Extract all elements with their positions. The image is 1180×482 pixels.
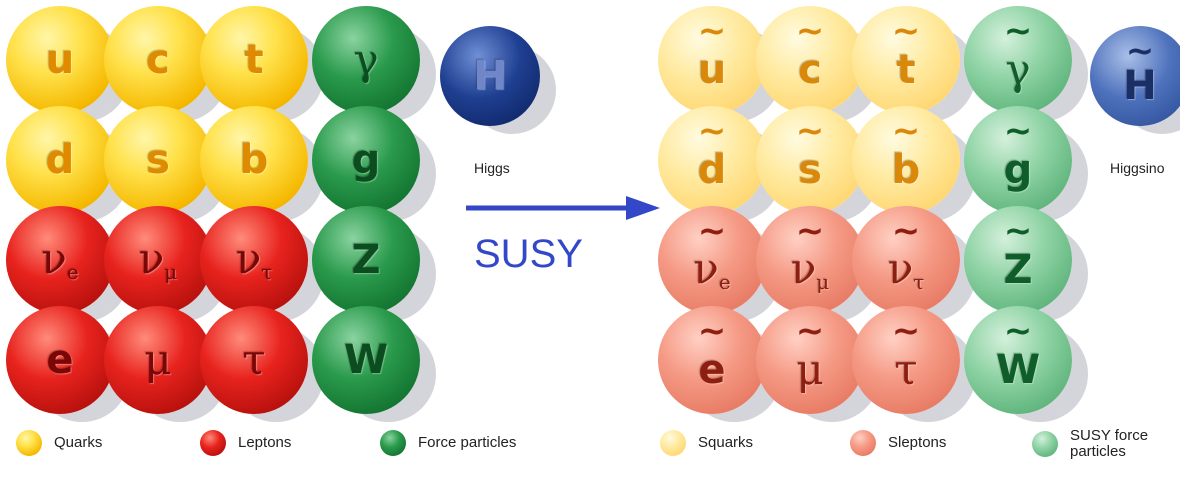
slepton-swatch <box>850 430 876 456</box>
susy-label: SUSY <box>474 232 583 277</box>
particle-gluon: g <box>312 106 420 214</box>
legend-squarks: Squarks <box>660 430 753 456</box>
particle-u: u <box>6 6 114 114</box>
particle-mu: μ <box>104 306 212 414</box>
particle-e: e <box>6 306 114 414</box>
particle-squark-s: ~s <box>756 106 864 214</box>
legend-leptons-label: Leptons <box>238 435 291 451</box>
legend-leptons: Leptons <box>200 430 291 456</box>
legend-susy-force: SUSY force particles <box>1032 428 1148 460</box>
particle-squark-t: ~t <box>852 6 960 114</box>
higgsino-label: Higgsino <box>1110 160 1164 176</box>
legend-squarks-label: Squarks <box>698 435 753 451</box>
legend-susy-force-line2: particles <box>1070 443 1126 460</box>
higgs-label: Higgs <box>474 160 510 176</box>
particle-b: b <box>200 106 308 214</box>
particle-selectron: ~e <box>658 306 766 414</box>
particle-squark-c: ~c <box>756 6 864 114</box>
legend-quarks-label: Quarks <box>54 435 102 451</box>
particle-photon: γ <box>312 6 420 114</box>
legend-sleptons: Sleptons <box>850 430 946 456</box>
particle-squark-b: ~b <box>852 106 960 214</box>
particle-nu-e: νe <box>6 206 114 314</box>
particle-stau: ~τ <box>852 306 960 414</box>
lepton-swatch <box>200 430 226 456</box>
particle-zino: ~Z <box>964 206 1072 314</box>
particle-squark-d: ~d <box>658 106 766 214</box>
particle-c: c <box>104 6 212 114</box>
particle-tau: τ <box>200 306 308 414</box>
squark-swatch <box>660 430 686 456</box>
legend-susy-force-label: SUSY force particles <box>1070 428 1148 460</box>
particle-t: t <box>200 6 308 114</box>
force-swatch <box>380 430 406 456</box>
legend-quarks: Quarks <box>16 430 102 456</box>
susy-force-swatch <box>1032 431 1058 457</box>
particle-squark-u: ~u <box>658 6 766 114</box>
legend-sleptons-label: Sleptons <box>888 435 946 451</box>
particle-gluino: ~g <box>964 106 1072 214</box>
legend-susy-force-line1: SUSY force <box>1070 427 1148 444</box>
particle-sneutrino-tau: ~ντ <box>852 206 960 314</box>
particle-higgsino: ~H <box>1090 26 1180 126</box>
particle-higgs: H <box>440 26 540 126</box>
particle-s: s <box>104 106 212 214</box>
particle-nu-tau: ντ <box>200 206 308 314</box>
particle-sneutrino-e: ~νe <box>658 206 766 314</box>
susy-panel: ~u ~c ~t ~d ~s ~b ~νe ~νμ ~ντ ~e ~μ ~τ ~… <box>652 0 1180 482</box>
particle-sneutrino-mu: ~νμ <box>756 206 864 314</box>
quark-swatch <box>16 430 42 456</box>
legend-force-label: Force particles <box>418 435 516 451</box>
particle-nu-mu: νμ <box>104 206 212 314</box>
arrow-icon <box>464 186 664 236</box>
legend-force: Force particles <box>380 430 516 456</box>
particle-wino: ~W <box>964 306 1072 414</box>
particle-d: d <box>6 106 114 214</box>
particle-w: W <box>312 306 420 414</box>
susy-arrow-group: SUSY <box>464 186 664 286</box>
particle-z: Z <box>312 206 420 314</box>
particle-smuon: ~μ <box>756 306 864 414</box>
particle-photino: ~γ <box>964 6 1072 114</box>
